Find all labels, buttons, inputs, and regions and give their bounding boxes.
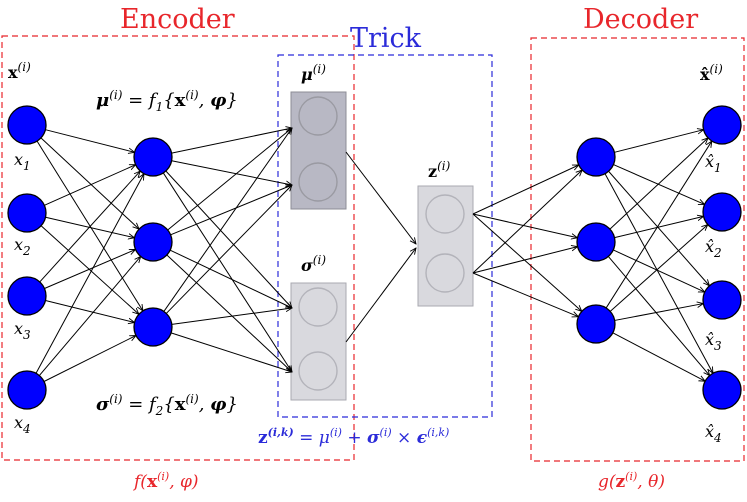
mu-box <box>290 91 347 210</box>
input-node <box>7 105 47 145</box>
connection-arrow <box>171 128 292 154</box>
mu-unit <box>298 96 338 136</box>
connection-arrow <box>165 185 292 314</box>
trick-region <box>277 54 493 418</box>
mu-equation: μ(i) = f1{x(i), φ} <box>96 88 238 114</box>
connection-arrow <box>170 185 292 236</box>
connection-arrow <box>45 300 134 323</box>
neurons <box>7 105 742 410</box>
connection-arrow <box>472 213 577 238</box>
input-node <box>7 193 47 233</box>
input-vector-label: x(i) <box>8 60 31 82</box>
connection-arrow <box>40 137 139 229</box>
encoder-title: Encoder <box>120 4 235 35</box>
output-label-3: x̂3 <box>705 330 722 353</box>
encoder-region <box>1 35 355 461</box>
input-node <box>7 276 47 316</box>
connection-arrow <box>44 164 135 206</box>
connection-arrow <box>472 165 579 215</box>
connection-arrow <box>472 170 582 274</box>
encoder-hidden-node <box>133 137 173 177</box>
trick-title: Trick <box>350 23 422 54</box>
input-label-4: x4 <box>14 413 31 436</box>
decoder-function: g(z(i), θ) <box>598 470 665 492</box>
z-unit <box>425 253 465 293</box>
output-label-4: x̂4 <box>705 422 722 445</box>
connection-arrow <box>614 216 703 239</box>
z-box-label: z(i) <box>428 159 451 181</box>
connection-arrow <box>163 128 292 312</box>
connection-arrow <box>613 164 704 205</box>
mu-unit <box>298 162 338 202</box>
connection-arrow <box>345 248 416 343</box>
connection-arrow <box>472 213 582 311</box>
connection-arrow <box>45 216 135 237</box>
connection-arrow <box>608 170 710 285</box>
mu-box-label: μ(i) <box>301 62 326 84</box>
connection-arrow <box>162 172 292 372</box>
sigma-box <box>290 282 347 401</box>
decoder-region <box>530 37 745 462</box>
connection-arrow <box>166 254 292 372</box>
input-node <box>7 370 47 410</box>
decoder-hidden-node <box>576 304 616 344</box>
connection-arrow <box>43 335 136 382</box>
connection-arrow <box>169 249 292 308</box>
z-unit <box>425 194 465 234</box>
connection-arrow <box>345 151 416 244</box>
input-label-3: x3 <box>14 319 31 342</box>
input-label-2: x2 <box>14 235 31 258</box>
encoder-function: f(x(i), φ) <box>132 470 199 492</box>
output-node <box>702 280 742 320</box>
connection-arrow <box>607 256 709 375</box>
z-equation: z(i,k) = μ(i) + σ(i) × ϵ(i,k) <box>258 426 449 448</box>
connection-arrow <box>39 171 140 283</box>
connection-arrow <box>613 249 704 292</box>
input-label-1: x1 <box>14 150 31 173</box>
connections <box>35 128 713 382</box>
output-node <box>702 370 742 410</box>
output-node <box>702 192 742 232</box>
connection-arrow <box>165 170 292 308</box>
output-vector-label: x̂(i) <box>700 62 723 84</box>
connection-arrow <box>614 304 704 321</box>
output-label-1: x̂1 <box>705 152 722 175</box>
connection-arrow <box>609 138 708 230</box>
connection-arrow <box>609 225 708 312</box>
connection-arrow <box>170 332 292 372</box>
sigma-box-label: σ(i) <box>301 253 326 275</box>
connection-arrow <box>35 174 144 374</box>
connection-arrow <box>167 128 292 231</box>
connection-arrow <box>472 272 578 317</box>
connection-arrow <box>45 129 134 153</box>
connection-arrow <box>44 249 135 289</box>
connection-arrow <box>38 256 140 376</box>
output-node <box>702 105 742 145</box>
z-box <box>417 185 474 307</box>
connection-arrow <box>40 225 139 315</box>
sigma-equation: σ(i) = f2{x(i), φ} <box>96 392 238 418</box>
connection-arrow <box>605 141 712 309</box>
decoder-hidden-node <box>576 222 616 262</box>
connection-arrow <box>612 332 705 381</box>
decoder-hidden-node <box>576 137 616 177</box>
connection-arrow <box>171 160 292 185</box>
encoder-hidden-node <box>133 307 173 347</box>
connection-arrow <box>604 173 713 374</box>
connection-arrow <box>171 308 292 325</box>
connection-arrow <box>472 247 578 274</box>
sigma-unit <box>298 287 338 327</box>
connection-arrow <box>614 130 703 153</box>
sigma-unit <box>298 351 338 391</box>
encoder-hidden-node <box>133 222 173 262</box>
output-label-2: x̂2 <box>705 237 722 260</box>
decoder-title: Decoder <box>583 4 698 35</box>
